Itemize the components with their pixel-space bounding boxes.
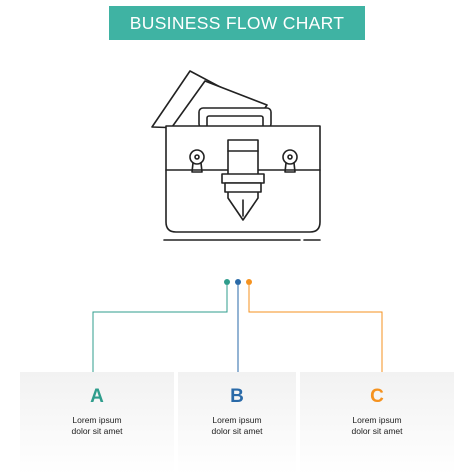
connector-line-c [248, 285, 383, 372]
connector-line-a [92, 285, 228, 372]
step-text-a: Lorem ipsum dolor sit amet [52, 415, 142, 437]
connector-dot-a [224, 279, 230, 285]
step-card-a: A Lorem ipsum dolor sit amet [20, 372, 174, 474]
step-text-c-line2: dolor sit amet [351, 426, 403, 436]
step-text-a-line1: Lorem ipsum [72, 415, 122, 425]
step-card-c: C Lorem ipsum dolor sit amet [300, 372, 454, 474]
step-letter-a: A [90, 386, 104, 407]
connector-dot-c [246, 279, 252, 285]
step-card-b: B Lorem ipsum dolor sit amet [178, 372, 296, 474]
step-text-b-line1: Lorem ipsum [212, 415, 262, 425]
step-text-b: Lorem ipsum dolor sit amet [192, 415, 282, 437]
step-text-c-line1: Lorem ipsum [352, 415, 402, 425]
step-letter-c: C [370, 386, 384, 407]
chart-title: BUSINESS FLOW CHART [129, 12, 345, 33]
step-text-c: Lorem ipsum dolor sit amet [332, 415, 422, 437]
title-banner: BUSINESS FLOW CHART [109, 6, 365, 40]
step-letter-b: B [230, 386, 244, 407]
connector-dot-b [235, 279, 241, 285]
step-text-a-line2: dolor sit amet [71, 426, 123, 436]
step-text-b-line2: dolor sit amet [211, 426, 263, 436]
